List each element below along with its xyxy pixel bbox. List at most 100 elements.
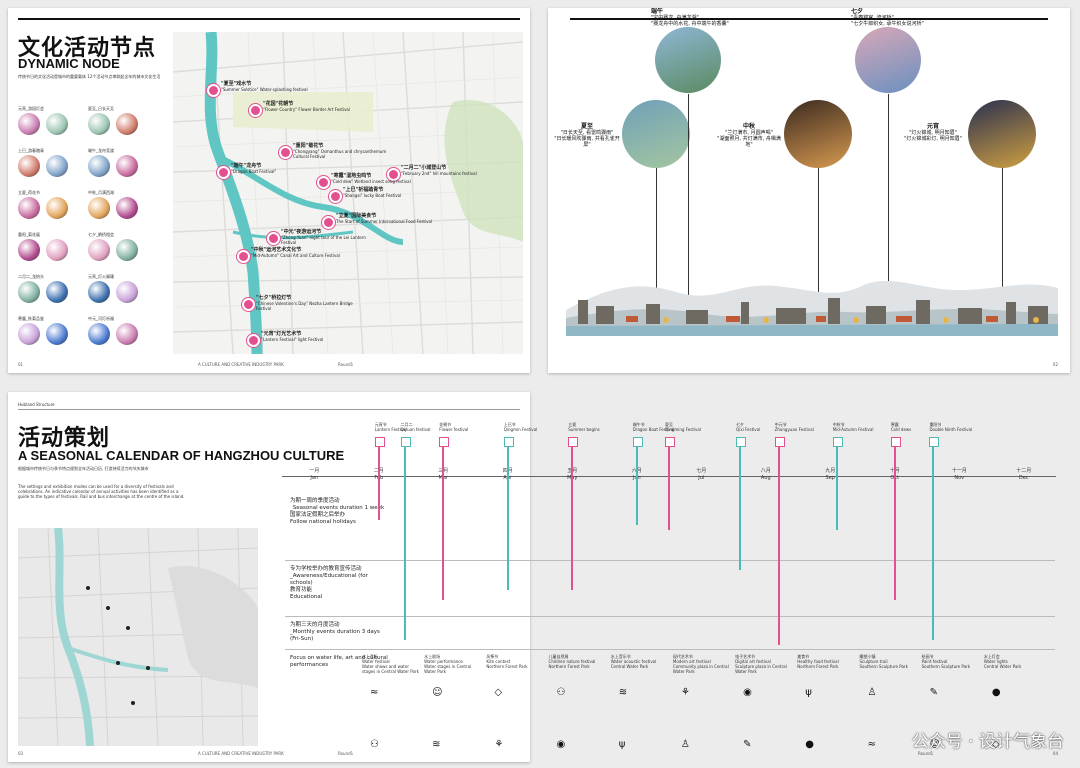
festival-thumb-photo [18, 113, 40, 135]
page-title-en: A SEASONAL CALENDAR OF HANGZHOU CULTURE [18, 448, 345, 463]
pin-label-cn: "花国"花朝节 [263, 101, 294, 107]
caption-desc: "日长暖风吹骤雨, 共看孔雀开屏" [554, 136, 620, 148]
timeline-connector [818, 168, 819, 298]
top-rule [570, 18, 1048, 20]
map-pin-label: "夏至"戏水节"Summer Solstice" Water-splashing… [221, 81, 321, 93]
festival-thumb-photo [88, 197, 110, 219]
festival-thumb-photo [18, 155, 40, 177]
festival-thumb-photo [88, 281, 110, 303]
festival-thumb-photo [18, 239, 40, 261]
intro-en: The settings and exhibition modes can be… [18, 484, 185, 499]
kicker: Hubland Structure [18, 402, 55, 407]
footer-round: Round1 [338, 751, 354, 756]
festival-photo [622, 100, 690, 168]
page-number: 03 [18, 751, 24, 756]
pin-label-en: "Chongyang" Osmanthus and chrysanthemum … [293, 149, 387, 159]
caption-desc: "赛龙舟中的水花, 舟中端午的香囊" [651, 21, 729, 27]
site-map [17, 527, 259, 747]
pin-label-en: "February 2nd" hill mountains festival [401, 171, 477, 176]
festival-map-pin[interactable] [207, 84, 220, 97]
timeline-connector [1002, 168, 1003, 298]
pin-label-cn: "七夕"桥拉灯节 [256, 295, 292, 301]
timeline-connector [688, 94, 689, 298]
festival-thumb-photo [116, 113, 138, 135]
festival-map-pin[interactable] [217, 166, 230, 179]
pin-label-en: "Summer Solstice" Water-splashing festiv… [221, 87, 308, 92]
festival-map-pin[interactable] [329, 190, 342, 203]
festival-caption: 元宵"灯火锦城, 明月知眉""灯火锦城彩灯, 明月知眉" [898, 124, 968, 143]
map-pin-label: "花国"花朝节"Flower Country" Flower Border Ar… [263, 101, 363, 113]
page-title-cn: 文化活动节点 [18, 36, 157, 61]
footer-caption: A CULTURE AND CREATIVE INDUSTRY PARK [198, 362, 284, 367]
festival-map-pin[interactable] [237, 250, 250, 263]
pin-label-en: "Lantern Festival" light Festival [261, 337, 324, 342]
festival-thumb-label: 元宵_游园灯会 [18, 106, 44, 111]
festival-map-pin[interactable] [279, 146, 292, 159]
page-dynamic-node: 文化活动节点 DYNAMIC NODE 传统节日的文化活动是城市的重要载体 12… [8, 8, 530, 373]
caption-quote: "青春锦官, 流河桥" [851, 15, 894, 21]
map-pin-label: "七夕"桥拉灯节"Chinese Valentine's Day" Nezha … [256, 295, 356, 312]
caption-quote: "兰灯满市, 月圆声喝" [725, 130, 773, 136]
festival-photo [855, 27, 921, 93]
pin-label-en: "Dragon Boat Festival" [231, 169, 277, 174]
festival-thumb-photo [88, 155, 110, 177]
festival-photo [784, 100, 852, 168]
festival-map-pin[interactable] [249, 104, 262, 117]
festival-thumb-photo [46, 323, 68, 345]
footer-caption: A CULTURE AND CREATIVE INDUSTRY PARK [198, 751, 284, 756]
caption-desc: "七夕牛郎织女, 承牛织女说河桥" [851, 21, 924, 27]
footer-round: Round1 [918, 751, 934, 756]
festival-map-pin[interactable] [387, 168, 400, 181]
festival-thumb-label: 夏至_日长天至 [88, 106, 114, 111]
top-rule [18, 409, 520, 410]
map-pin-label: "上巳"祈福踏青节"Shangsi" lucky Boat Festival [343, 187, 443, 199]
festival-map-pin[interactable] [242, 298, 255, 311]
pin-label-cn: "端午"龙舟节 [231, 163, 262, 169]
pin-label-cn: "寒露"湿地虫鸣节 [331, 173, 372, 179]
festival-thumb-photo [46, 113, 68, 135]
festival-thumb-photo [46, 239, 68, 261]
pin-label-en: The Start of Summer International Food F… [336, 219, 433, 224]
map-pin-label: "端午"龙舟节"Dragon Boat Festival" [231, 163, 331, 175]
pin-label-en: "Cold dew" Wetland insect song festival [331, 179, 411, 184]
page-title-cn: 活动策划 [18, 426, 111, 451]
map-pin-label: "重阳"菊花节"Chongyang" Osmanthus and chrysan… [293, 143, 393, 160]
festival-thumb-label: 七夕_鹊桥相会 [88, 232, 114, 237]
festival-caption: 夏至"日长天至, 看雷鸣骤雨""日长暖风吹骤雨, 共看孔雀开屏" [552, 123, 622, 149]
festival-map-pin[interactable] [317, 176, 330, 189]
page-festival-panorama: 夏至"日长天至, 看雷鸣骤雨""日长暖风吹骤雨, 共看孔雀开屏" 端午"宝中赛龙,… [548, 8, 1070, 373]
festival-map-pin[interactable] [247, 334, 260, 347]
festival-thumb-photo [88, 323, 110, 345]
festival-thumb-photo [116, 239, 138, 261]
page-number: 01 [18, 362, 24, 367]
festival-thumb-photo [88, 113, 110, 135]
festival-caption: 端午"宝中赛龙, 舟满龙湖""赛龙舟中的水花, 舟中端午的香囊" [651, 8, 731, 28]
map-pin-label: "中元"夜游运河节"Zhong Yuan" night tour of the … [281, 229, 381, 246]
panorama-graphic [566, 280, 1058, 336]
festival-photo [968, 100, 1036, 168]
caption-cn: 端午 [651, 8, 664, 15]
festival-map-pin[interactable] [267, 232, 280, 245]
caption-cn: 七夕 [851, 8, 864, 15]
festival-thumb-label: 寒露_秋菊品鉴 [18, 316, 44, 321]
caption-desc: "灯火锦城彩灯, 明月知眉" [904, 136, 962, 142]
intro-cn: 根据城市传统节日与季节特点规划全年活动日历, 打造持续活力的节庆城市 [18, 466, 149, 471]
caption-cn: 夏至 [580, 123, 593, 130]
city-map: "夏至"戏水节"Summer Solstice" Water-splashing… [173, 32, 523, 354]
pin-label-en: "Zhong Yuan" night tour of the Lei Lante… [281, 235, 366, 245]
festival-thumb-label: 立夏_荷花节 [18, 190, 40, 195]
festival-thumb-label: 重阳_菊花展 [18, 232, 40, 237]
festival-photo [655, 27, 721, 93]
watermark: 公众号 · 设计气象台 [911, 732, 1064, 752]
festival-thumb-label: 端午_龙舟竞渡 [88, 148, 114, 153]
festival-map-pin[interactable] [322, 216, 335, 229]
festival-thumb-label: 上巳_游春踏青 [18, 148, 44, 153]
pin-label-en: "Shangsi" lucky Boat Festival [343, 193, 402, 198]
festival-thumb-photo [46, 155, 68, 177]
road-network [173, 32, 523, 354]
pin-label-en: "Chinese Valentine's Day" Nezha Lantern … [256, 301, 353, 311]
page-activity-planning: Hubland Structure 活动策划 A SEASONAL CALEND… [8, 392, 530, 762]
festival-thumb-photo [18, 281, 40, 303]
intro-text: 传统节日的文化活动是城市的重要载体 12个活动节点串联起全年的城市文化生活 [18, 74, 161, 79]
